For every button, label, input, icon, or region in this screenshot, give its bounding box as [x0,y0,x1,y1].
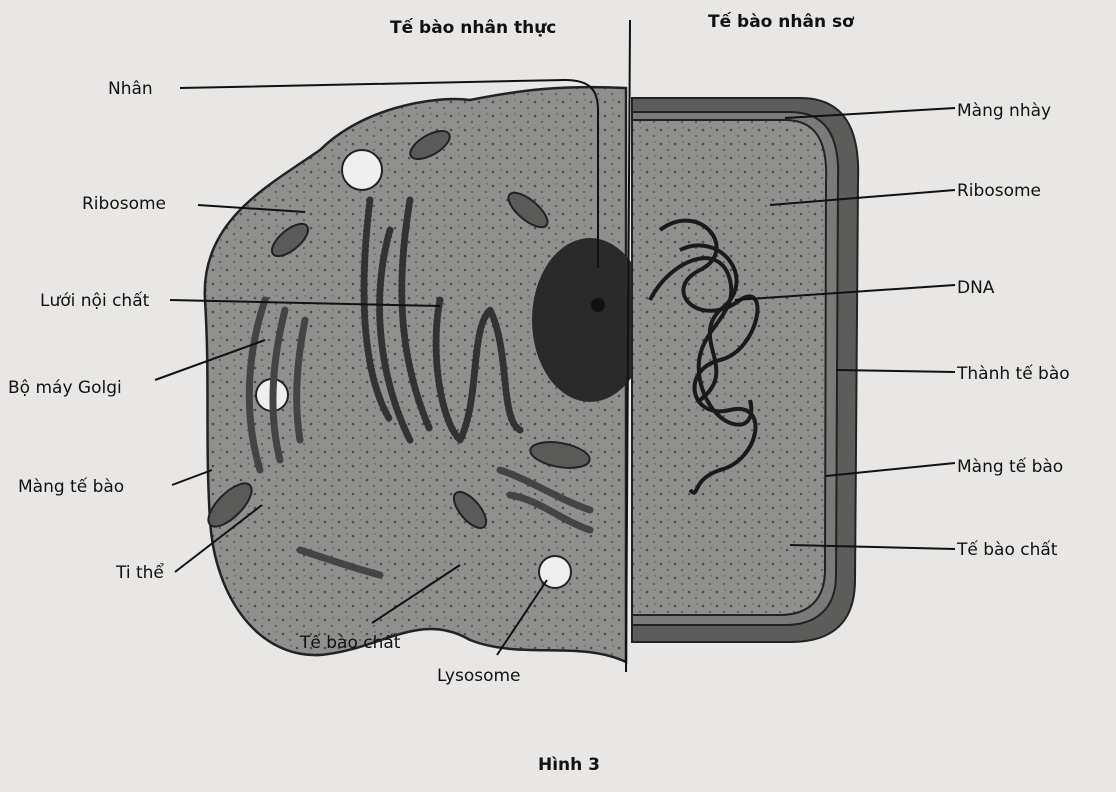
label-nucleus: Nhân [108,79,153,99]
eukaryotic-cell [203,85,648,664]
label-cytoplasm-prok: Tế bào chất [956,539,1058,560]
label-ribosome-euk: Ribosome [82,194,166,214]
label-golgi: Bộ máy Golgi [8,378,122,398]
vacuole [341,149,383,191]
label-lysosome: Lysosome [437,666,521,686]
label-ribosome-prok: Ribosome [957,181,1041,201]
label-capsule: Màng nhày [957,101,1051,121]
label-er: Lưới nội chất [40,290,150,311]
figure-caption: Hình 3 [538,755,600,775]
label-cytoplasm-euk: Tế bào chất [299,632,401,653]
prokaryotic-cell [631,97,860,643]
label-dna: DNA [957,278,995,298]
label-mitochondria: Ti thể [115,562,164,583]
nucleus [532,238,648,402]
endoplasmic-reticulum [360,196,524,446]
label-cell-wall: Thành tế bào [956,363,1070,384]
golgi-apparatus [245,296,594,579]
mitochondria [207,130,591,530]
dna [648,218,760,495]
leader-lines [154,78,956,656]
eukaryote-title: Tế bào nhân thực [390,17,556,38]
divider-line [625,19,631,673]
prokaryote-title: Tế bào nhân sơ [708,11,855,32]
label-membrane-euk: Màng tế bào [18,476,124,497]
label-membrane-prok: Màng tế bào [957,456,1063,477]
